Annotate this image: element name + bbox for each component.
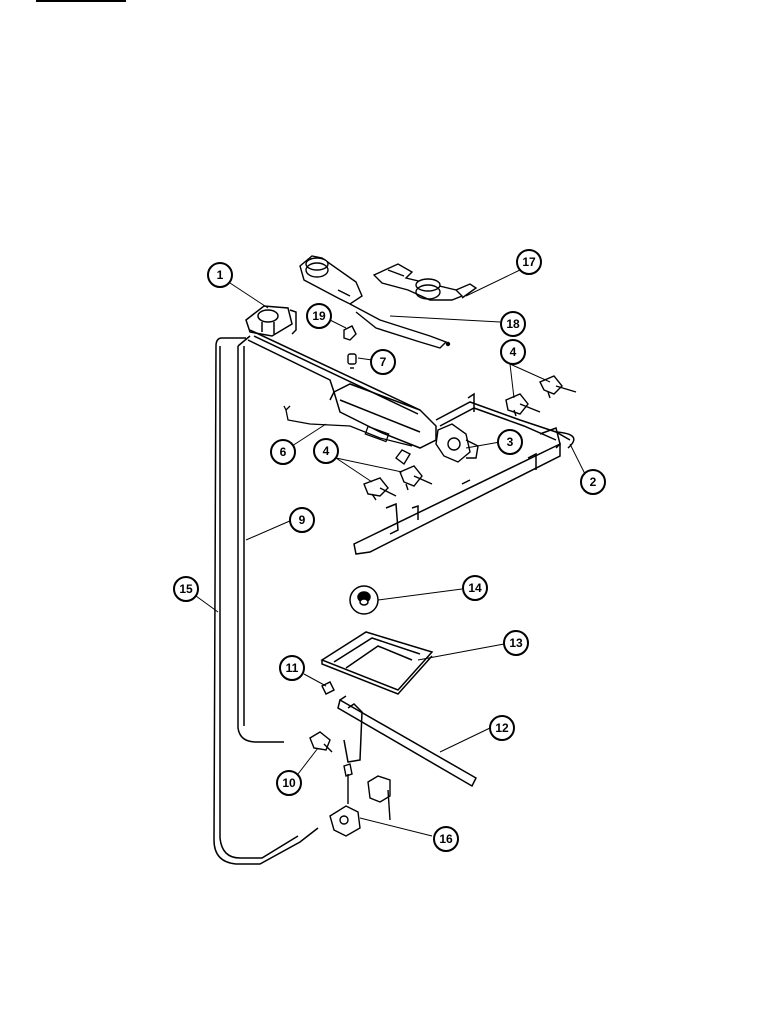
callout-3: 3 bbox=[497, 429, 523, 455]
part-12-burner-bar bbox=[337, 695, 477, 788]
part-4-valve-left bbox=[363, 449, 433, 501]
svg-text:13: 13 bbox=[509, 636, 523, 650]
part-17-burner bbox=[372, 263, 478, 301]
callout-4-left: 4 bbox=[313, 438, 339, 464]
callout-19: 19 bbox=[306, 303, 332, 329]
callout-15: 15 bbox=[173, 576, 199, 602]
part-18-burner bbox=[299, 255, 451, 349]
callout-2: 2 bbox=[580, 469, 606, 495]
callout-9: 9 bbox=[289, 507, 315, 533]
callout-17: 17 bbox=[516, 249, 542, 275]
leader-lines bbox=[195, 268, 587, 837]
callout-14: 14 bbox=[462, 575, 488, 601]
svg-text:4: 4 bbox=[510, 345, 517, 359]
svg-text:18: 18 bbox=[506, 317, 520, 331]
callout-1: 1 bbox=[207, 262, 233, 288]
callout-10: 10 bbox=[276, 770, 302, 796]
callout-12: 12 bbox=[489, 715, 515, 741]
svg-text:15: 15 bbox=[179, 582, 193, 596]
part-3-valve bbox=[435, 423, 479, 463]
svg-text:12: 12 bbox=[495, 721, 509, 735]
svg-text:14: 14 bbox=[468, 581, 482, 595]
svg-text:10: 10 bbox=[282, 776, 296, 790]
svg-text:17: 17 bbox=[522, 255, 536, 269]
callout-16: 16 bbox=[433, 826, 459, 852]
callout-4-right: 4 bbox=[500, 339, 526, 365]
part-13-plate bbox=[320, 631, 434, 695]
part-6-lead bbox=[283, 405, 413, 447]
svg-text:4: 4 bbox=[323, 444, 330, 458]
part-7-orifice bbox=[347, 353, 357, 369]
svg-text:2: 2 bbox=[590, 475, 597, 489]
svg-text:9: 9 bbox=[299, 513, 306, 527]
svg-text:1: 1 bbox=[217, 268, 224, 282]
svg-text:19: 19 bbox=[312, 309, 326, 323]
part-10-clip bbox=[309, 731, 333, 753]
part-1-control bbox=[245, 305, 297, 337]
part-4-valve-right bbox=[505, 375, 577, 417]
part-15-gas-line bbox=[213, 337, 319, 865]
svg-text:11: 11 bbox=[286, 661, 299, 675]
callout-11: 11 bbox=[279, 655, 305, 681]
part-19-clip bbox=[343, 325, 357, 341]
svg-text:6: 6 bbox=[280, 445, 287, 459]
svg-text:7: 7 bbox=[380, 355, 387, 369]
part-14-cap bbox=[349, 585, 379, 615]
callout-7: 7 bbox=[370, 349, 396, 375]
callout-13: 13 bbox=[503, 630, 529, 656]
part-9-tube bbox=[237, 335, 284, 743]
svg-text:16: 16 bbox=[439, 832, 453, 846]
callout-18: 18 bbox=[500, 311, 526, 337]
svg-text:3: 3 bbox=[507, 435, 514, 449]
part-16-valve bbox=[329, 763, 391, 837]
callout-6: 6 bbox=[270, 439, 296, 465]
part-11-bracket bbox=[321, 681, 335, 695]
